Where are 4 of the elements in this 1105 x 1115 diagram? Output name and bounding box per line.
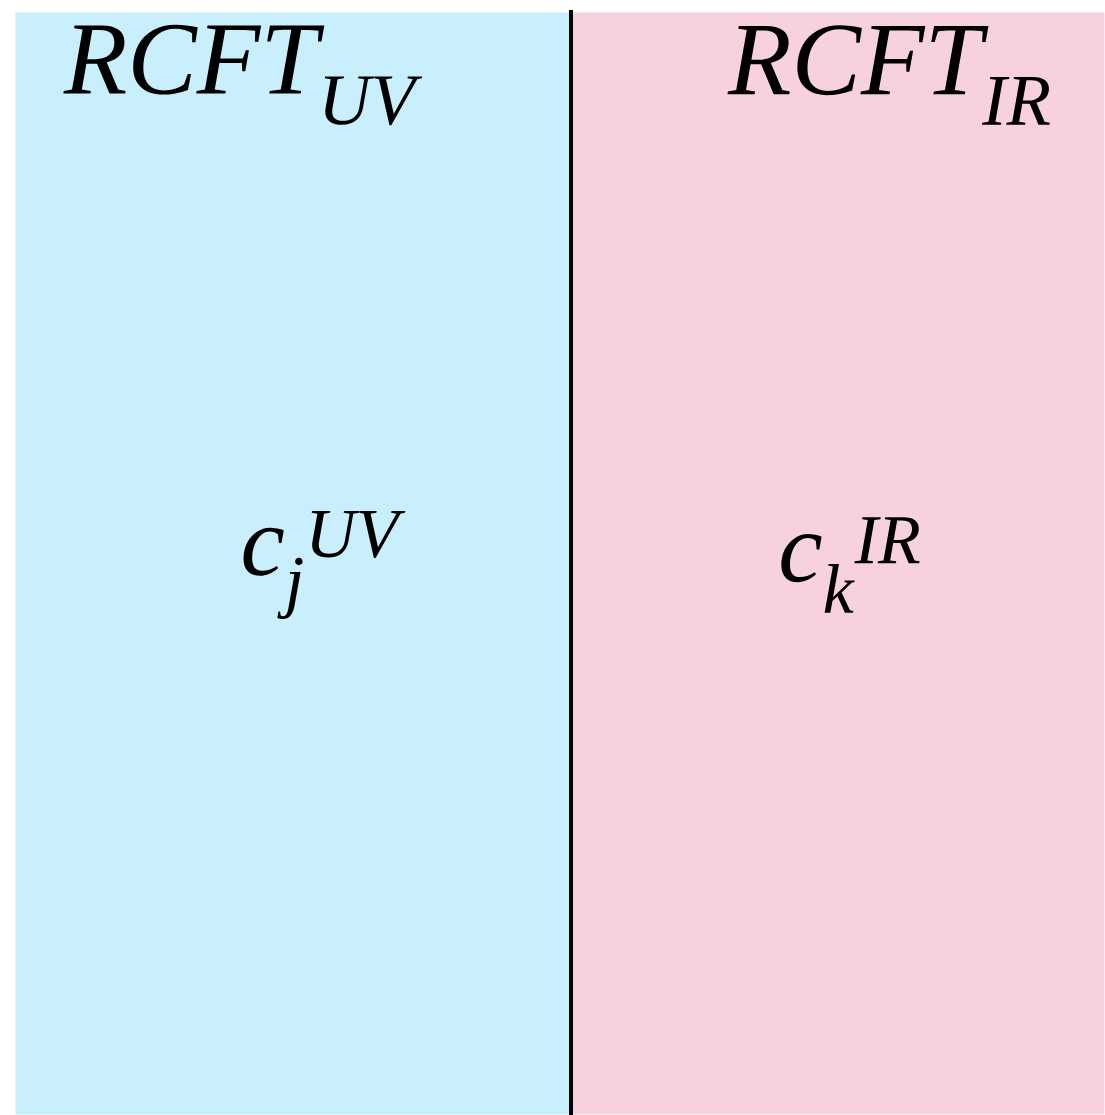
- formula-label: c$_{j}$UV: [243, 511, 406, 619]
- formula-label: c$_{k}$IR: [781, 517, 920, 613]
- heading: RCFT$_{UV}$: [63, 24, 423, 126]
- heading: RCFT$_{IR}$: [727, 25, 1050, 125]
